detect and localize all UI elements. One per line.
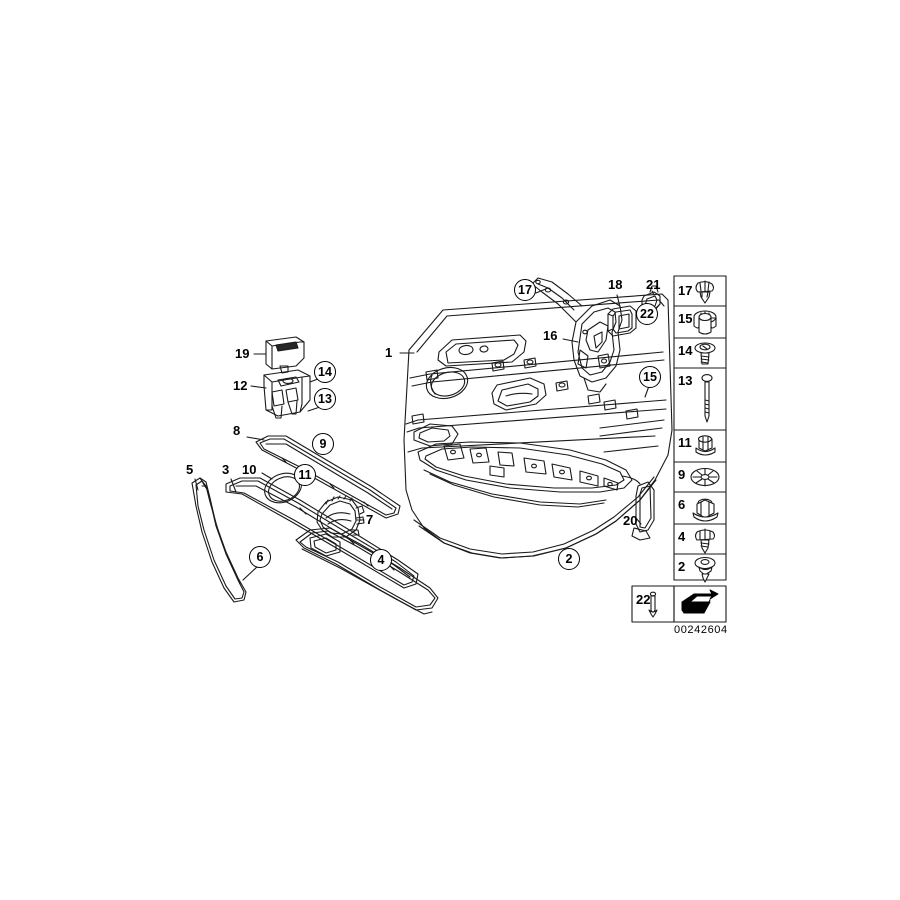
icon-clamp-screw-pointed (694, 528, 716, 554)
legend-number-14[interactable]: 14 (678, 343, 693, 358)
control-module (607, 305, 637, 337)
lower-door-bracket (621, 475, 655, 541)
door-module-bracket (531, 277, 623, 393)
callout-label-5[interactable]: 5 (186, 462, 194, 477)
icon-expanding-rivet-mushroom (694, 556, 716, 583)
callout-label-16[interactable]: 16 (543, 328, 558, 343)
callout-circle-14[interactable]: 14 (314, 361, 336, 383)
legend-number-2[interactable]: 2 (678, 559, 686, 574)
icon-screw-with-washer (694, 342, 716, 365)
diagram-id-text: 00242604 (674, 624, 728, 636)
callout-circle-17[interactable]: 17 (514, 279, 536, 301)
switch-cover (265, 336, 305, 374)
callout-label-8[interactable]: 8 (233, 423, 241, 438)
legend-number-17[interactable]: 17 (678, 283, 693, 298)
callout-circle-11[interactable]: 11 (294, 464, 316, 486)
armrest-body (295, 527, 439, 615)
icon-pin-straight (648, 591, 658, 618)
callout-label-1[interactable]: 1 (385, 345, 393, 360)
icon-expanding-rivet-dome-head (695, 280, 715, 304)
callout-label-7[interactable]: 7 (366, 512, 374, 527)
window-switch-unit (263, 369, 311, 419)
panel-upper-inset (437, 334, 527, 367)
legend-number-15[interactable]: 15 (678, 311, 693, 326)
callout-label-18[interactable]: 18 (608, 277, 623, 292)
panel-clip-bosses (411, 357, 639, 425)
callout-circle-4[interactable]: 4 (370, 549, 392, 571)
legend-number-4[interactable]: 4 (678, 529, 686, 544)
icon-collar-nut-flange (695, 435, 716, 456)
callout-label-20[interactable]: 20 (623, 513, 638, 528)
callout-label-21[interactable]: 21 (646, 277, 661, 292)
legend-grid (631, 275, 727, 623)
callout-circle-9[interactable]: 9 (312, 433, 334, 455)
side-trim-strip (191, 477, 247, 603)
icon-star-spreader-washer (690, 467, 720, 487)
callout-label-10[interactable]: 10 (242, 462, 257, 477)
icon-hex-nut-flange (692, 498, 719, 522)
storage-pocket (413, 423, 633, 508)
handle-recess (491, 377, 547, 411)
legend-number-6[interactable]: 6 (678, 497, 686, 512)
callout-circle-13[interactable]: 13 (314, 388, 336, 410)
callout-label-12[interactable]: 12 (233, 378, 248, 393)
callout-label-3[interactable]: 3 (222, 462, 230, 477)
callout-circle-15[interactable]: 15 (639, 366, 661, 388)
inner-door-handle (316, 495, 365, 538)
legend-number-11[interactable]: 11 (678, 435, 692, 450)
armrest-carrier-trim (225, 477, 419, 589)
panel-right-flank (599, 419, 665, 453)
door-trim-panel-outline (403, 293, 673, 559)
legend-number-22-footer[interactable]: 22 (636, 592, 651, 607)
callout-label-19[interactable]: 19 (235, 346, 250, 361)
legend-number-9[interactable]: 9 (678, 467, 686, 482)
callout-circle-6[interactable]: 6 (249, 546, 271, 568)
icon-arrow-block-3d (681, 589, 719, 614)
icon-long-bolt (701, 374, 713, 423)
icon-expanding-nut-barrel (693, 310, 717, 335)
speaker-grille (425, 366, 469, 400)
callout-circle-22[interactable]: 22 (636, 303, 658, 325)
leader-lines (194, 287, 661, 581)
callout-circle-2[interactable]: 2 (558, 548, 580, 570)
upper-decor-strip (255, 435, 401, 519)
legend-number-13[interactable]: 13 (678, 373, 693, 388)
